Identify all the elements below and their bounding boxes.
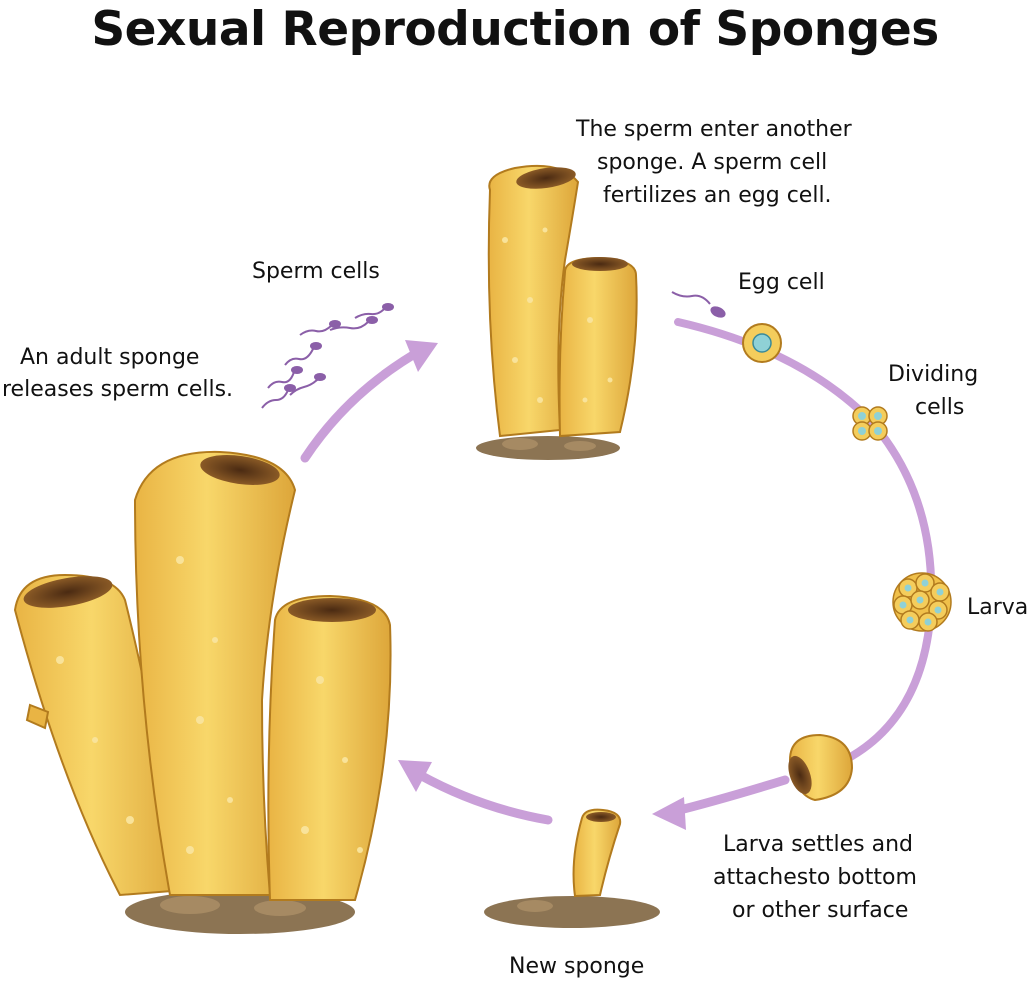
label-settle-2: attachesto bottom: [713, 865, 917, 890]
label-fertilize-2: sponge. A sperm cell: [597, 150, 828, 175]
label-adult-release-1: An adult sponge: [20, 345, 200, 370]
receiving-sponge: [476, 164, 638, 460]
label-adult-release-2: releases sperm cells.: [2, 377, 234, 402]
adult-sponge: [13, 450, 392, 934]
diagram-title: Sexual Reproduction of Sponges: [91, 2, 939, 57]
settling-larva: [788, 733, 854, 802]
arrow-adult-to-sponge: [300, 343, 430, 463]
arrow-fertilization-path: [674, 318, 936, 764]
label-settle-1: Larva settles and: [723, 832, 914, 857]
arrow-new-to-adult: [415, 770, 553, 825]
label-fertilize-1: The sperm enter another: [576, 117, 852, 142]
label-fertilize-3: fertilizes an egg cell.: [603, 183, 832, 208]
new-sponge: [484, 808, 660, 928]
label-settle-3: or other surface: [732, 898, 909, 923]
sperm-cells-cluster: [261, 303, 394, 409]
label-larva: Larva: [967, 595, 1029, 620]
label-sperm-cells: Sperm cells: [252, 259, 380, 284]
arrow-larva-to-new-sponge: [667, 775, 790, 817]
dividing-cells: [852, 406, 888, 441]
label-dividing-2: cells: [915, 395, 965, 420]
label-egg-cell: Egg cell: [738, 270, 825, 295]
single-sperm: [671, 291, 726, 318]
egg-cell: [742, 323, 782, 363]
label-new-sponge: New sponge: [509, 954, 645, 979]
larva-cell-cluster: [892, 572, 952, 632]
label-dividing-1: Dividing: [888, 362, 979, 387]
cycle-arrows: [300, 318, 936, 830]
